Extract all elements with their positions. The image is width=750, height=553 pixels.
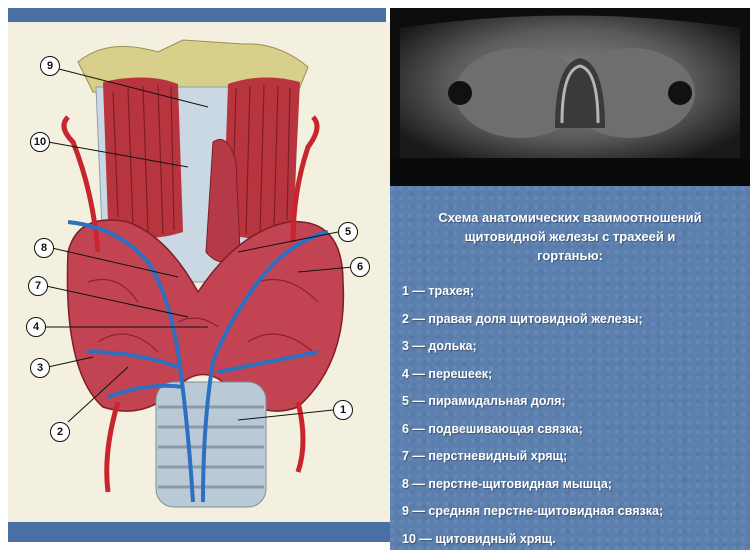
panel-title: Схема анатомических взаимоотношений щито…: [390, 208, 750, 265]
legend-item: 10 — щитовидный хрящ.: [402, 526, 748, 553]
anatomy-illustration: 9 10 8 7 4 3 2 5 6 1: [8, 22, 392, 522]
ultrasound-image: [390, 8, 750, 186]
legend-item: 3 — долька;: [402, 333, 748, 361]
legend-item: 2 — правая доля щитовидной железы;: [402, 306, 748, 334]
panel-title-line-3: гортанью:: [390, 246, 750, 265]
ultrasound-drawing: [390, 8, 750, 186]
callout-5: 5: [338, 222, 358, 242]
callout-1: 1: [333, 400, 353, 420]
legend-item: 9 — средняя перстне-щитовидная связка;: [402, 498, 748, 526]
anatomy-drawing: [8, 22, 392, 522]
callout-8: 8: [34, 238, 54, 258]
callout-10: 10: [30, 132, 50, 152]
callout-4: 4: [26, 317, 46, 337]
panel-title-line-2: щитовидной железы с трахеей и: [390, 227, 750, 246]
callout-2: 2: [50, 422, 70, 442]
legend-item: 6 — подвешивающая связка;: [402, 416, 748, 444]
callout-9: 9: [40, 56, 60, 76]
legend-item: 7 — перстневидный хрящ;: [402, 443, 748, 471]
legend-panel: Схема анатомических взаимоотношений щито…: [390, 186, 750, 550]
slide-top-bar: [8, 8, 386, 22]
legend-item: 4 — перешеек;: [402, 361, 748, 389]
legend-list: 1 — трахея; 2 — правая доля щитовидной ж…: [402, 278, 748, 553]
legend-item: 1 — трахея;: [402, 278, 748, 306]
callout-7: 7: [28, 276, 48, 296]
callout-3: 3: [30, 358, 50, 378]
legend-item: 5 — пирамидальная доля;: [402, 388, 748, 416]
callout-6: 6: [350, 257, 370, 277]
legend-item: 8 — перстне-щитовидная мышца;: [402, 471, 748, 499]
slide-bottom-bar: [8, 522, 392, 542]
panel-title-line-1: Схема анатомических взаимоотношений: [390, 208, 750, 227]
